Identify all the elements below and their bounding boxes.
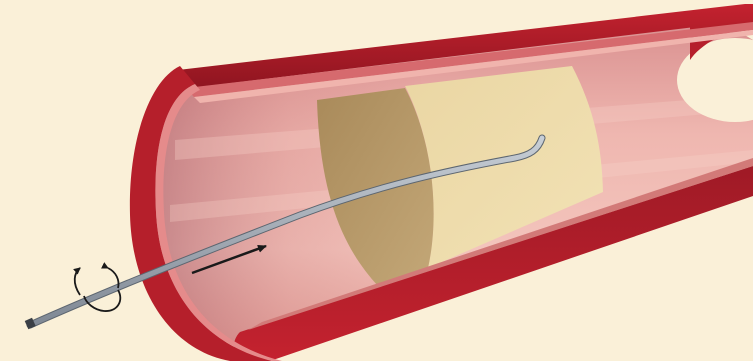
vessel-diagram [0, 0, 753, 361]
